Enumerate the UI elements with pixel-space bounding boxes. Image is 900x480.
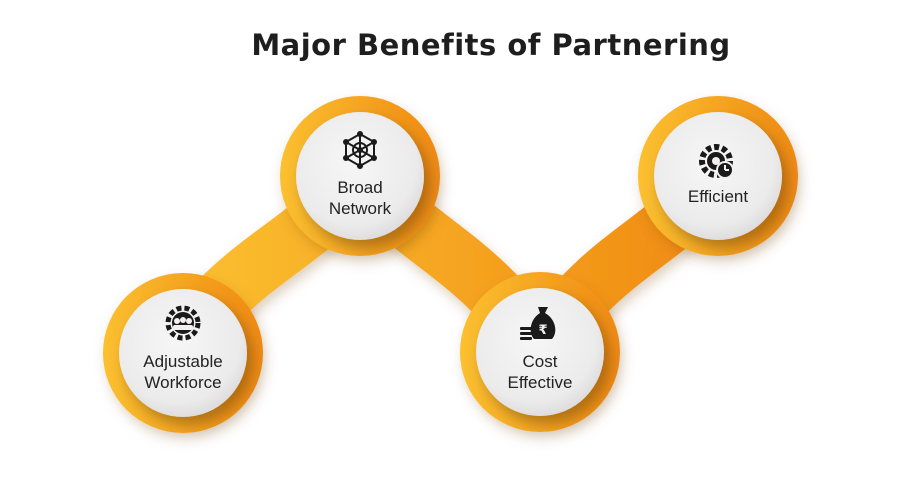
gear-clock-icon: [699, 144, 734, 179]
benefit-label-line1: Efficient: [687, 187, 749, 206]
page-title: Major Benefits of Partnering: [251, 28, 731, 62]
benefit-label-line1: Adjustable: [143, 352, 223, 371]
benefit-label-line1: Cost: [522, 352, 558, 371]
svg-text:₹: ₹: [538, 323, 547, 338]
benefit-label-adjustable-workforce: Adjustable Workforce: [113, 351, 253, 393]
benefit-label-line2: Workforce: [144, 373, 222, 392]
money-bag-rupee-coins-icon: ₹: [520, 307, 556, 340]
benefit-label-line2: Effective: [507, 373, 573, 392]
disc-adjustable-workforce: [119, 289, 247, 417]
benefit-label-line2: Network: [328, 199, 392, 218]
benefit-label-line1: Broad: [337, 178, 383, 197]
connector-ribbon: [151, 134, 749, 403]
disc-cost-effective: [476, 288, 604, 416]
network-globe-icon: [343, 131, 377, 169]
workforce-gear-people-icon: [165, 305, 201, 341]
benefit-label-broad-network: Broad Network: [290, 177, 430, 219]
benefit-label-cost-effective: Cost Effective: [470, 351, 610, 393]
disc-broad-network: [296, 112, 424, 240]
benefit-label-efficient: Efficient: [648, 186, 788, 207]
